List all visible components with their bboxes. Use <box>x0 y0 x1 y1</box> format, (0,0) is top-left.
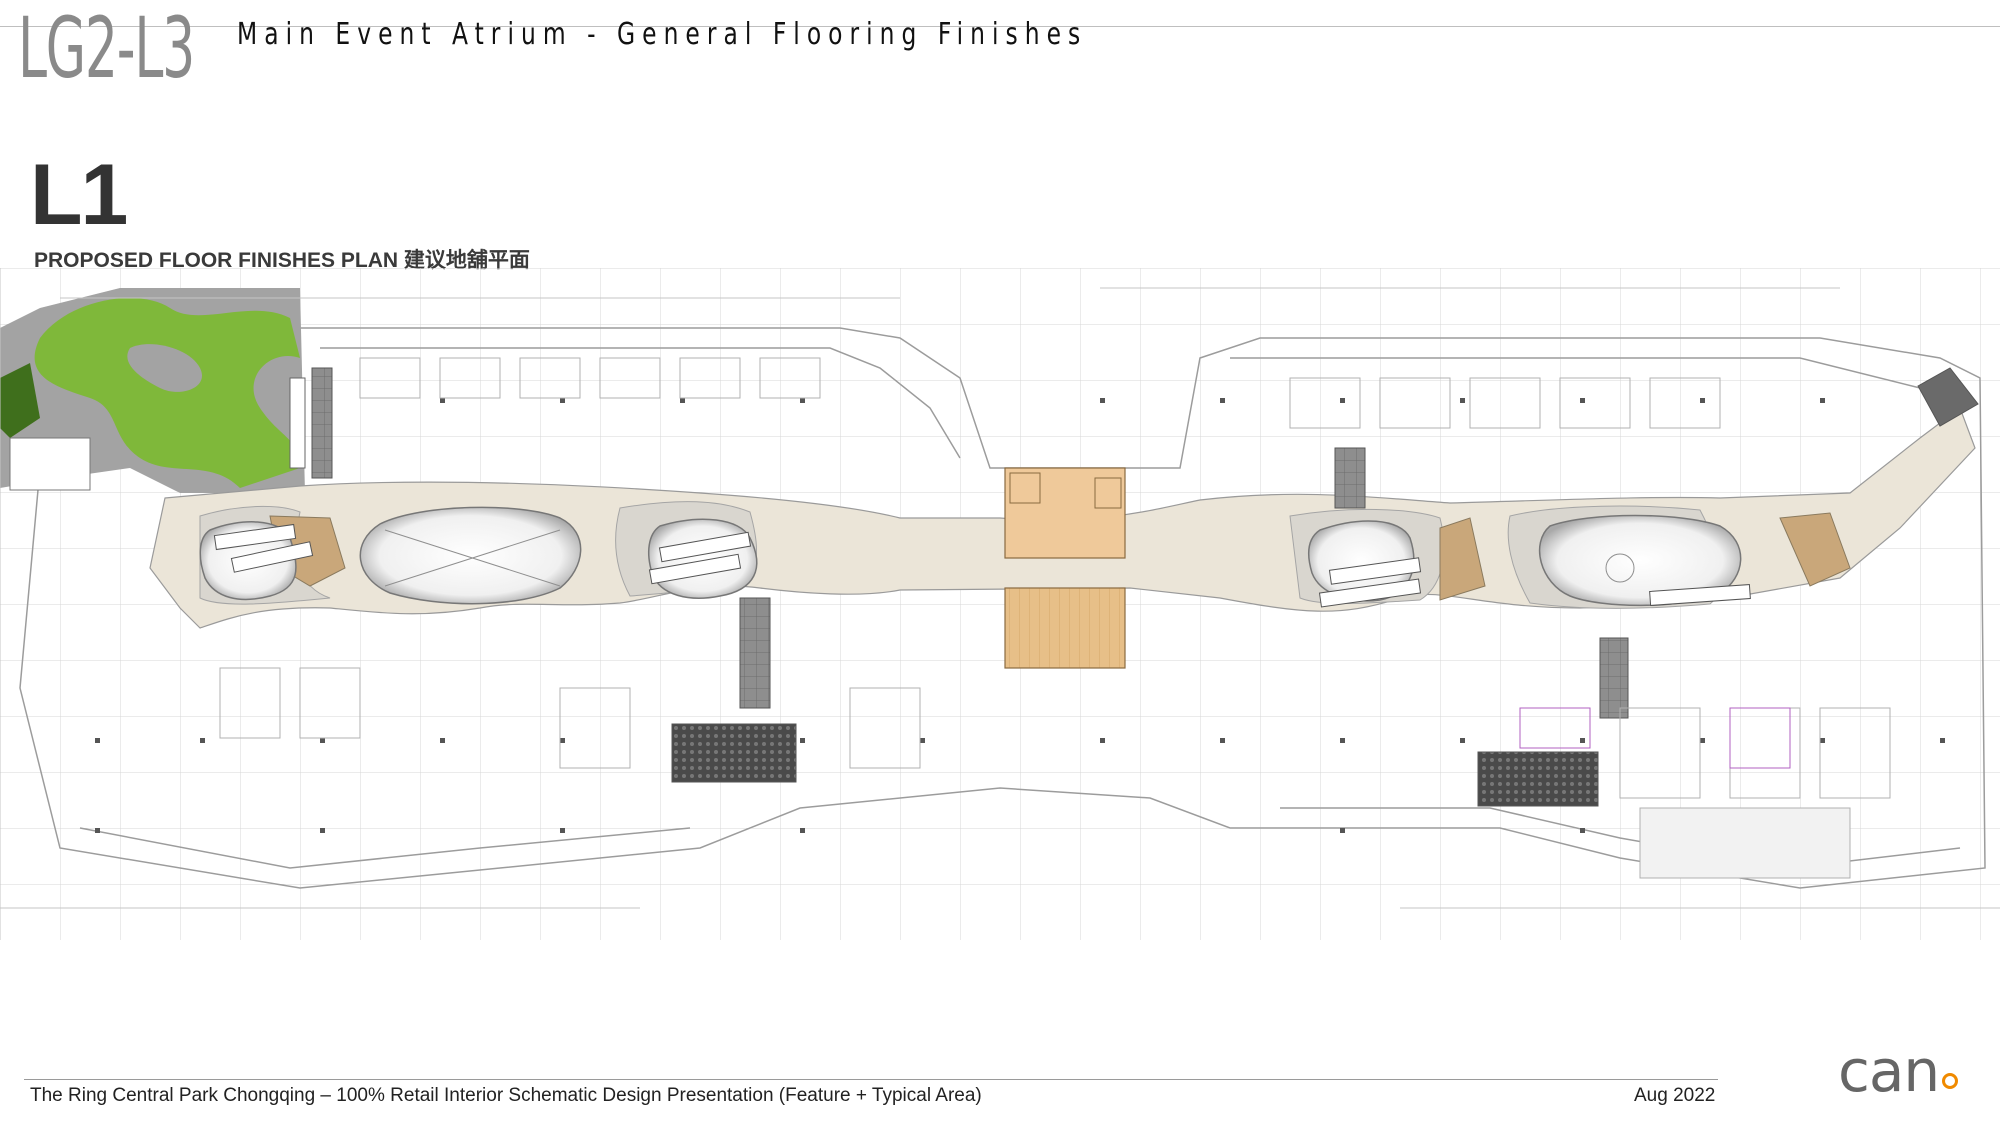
escalators <box>213 523 1751 608</box>
floor-plan-drawing <box>0 268 2000 940</box>
level-label: L1 <box>30 147 128 243</box>
section-code: LG2-L3 <box>18 0 195 97</box>
logo-dot-icon <box>1942 1073 1959 1089</box>
atrium-voids <box>199 506 1742 607</box>
logo-text: can <box>1838 1037 1940 1105</box>
void-markings <box>384 529 1635 587</box>
section-subtitle: Main Event Atrium - General Flooring Fin… <box>237 17 1088 52</box>
footer-date: Aug 2022 <box>1634 1085 1716 1106</box>
shop-units <box>219 357 1891 879</box>
footer-rule <box>24 1079 1718 1080</box>
footer-project-title: The Ring Central Park Chongqing – 100% R… <box>30 1085 982 1106</box>
plan-title: PROPOSED FLOOR FINISHES PLAN 建议地舖平面 <box>34 249 530 272</box>
stone-tile-areas <box>311 367 1979 807</box>
header-rule <box>0 26 2000 27</box>
landscape-garden <box>0 288 306 493</box>
event-atrium-finish <box>1004 467 1126 669</box>
company-logo: can <box>1838 1042 1959 1100</box>
dimension-lines <box>0 268 2000 940</box>
